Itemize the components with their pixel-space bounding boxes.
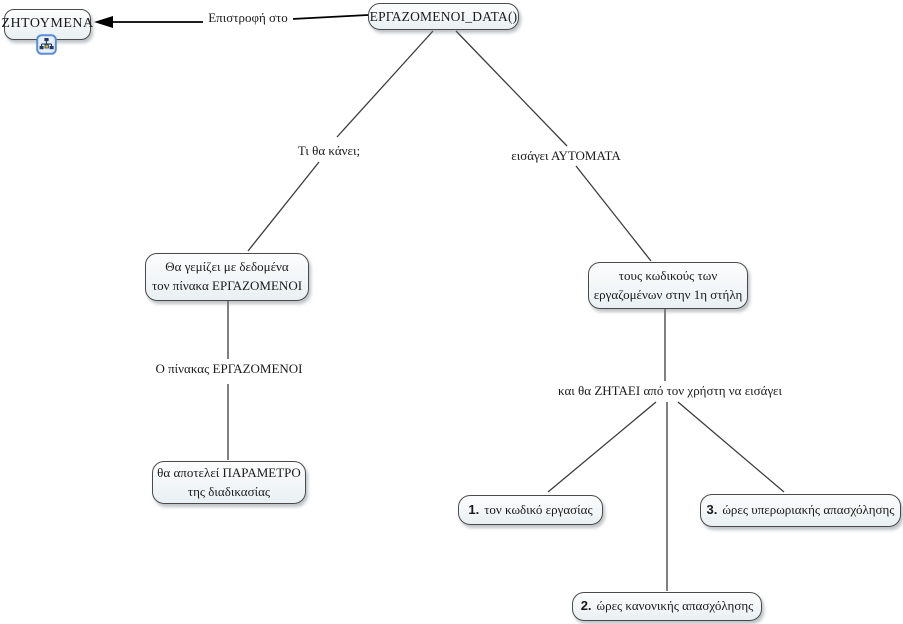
node-item1[interactable]: 1. τον κωδικό εργασίας <box>458 495 603 525</box>
node-item3-number: 3. <box>706 502 718 518</box>
connector-tiThaKanei-to-thaGemizei <box>247 161 320 252</box>
connector-branch-to-item1 <box>547 401 657 493</box>
node-item2[interactable]: 2. ώρες κανονικής απασχόλησης <box>572 592 762 621</box>
node-tous-kodikous-line2: εργαζομένων στην 1η στήλη <box>593 286 743 302</box>
node-item2-number: 2. <box>580 598 592 614</box>
connector-eisagei-to-tousKodikous <box>575 165 652 262</box>
link-phrase-epistrofi[interactable]: Επιστροφή στο <box>203 10 293 26</box>
node-tous-kodikous[interactable]: τους κωδικούς των εργαζομένων στην 1η στ… <box>588 262 748 309</box>
node-tha-apotelei-line1: θα αποτελεί ΠΑΡΑΜΕΤΡΟ <box>157 464 301 480</box>
node-ergazomenoi-data-label: ΕΡΓΑΖΟΜΕΝΟΙ_DATA() <box>369 8 518 24</box>
link-phrase-eisagei-automata[interactable]: εισάγει ΑΥΤΟΜΑΤΑ <box>506 148 626 164</box>
node-item3-label: ώρες υπερωριακής απασχόλησης <box>722 502 895 518</box>
node-tha-gemizei-line1: Θα γεμίζει με δεδομένα <box>165 259 289 275</box>
node-item1-label: τον κωδικό εργασίας <box>484 501 593 517</box>
connector-top-to-eisagei <box>455 30 568 147</box>
link-phrase-o-pinakas[interactable]: Ο πίνακας ΕΡΓΑΖΟΜΕΝΟΙ <box>152 361 306 377</box>
node-item3[interactable]: 3. ώρες υπερωριακής απασχόλησης <box>700 494 901 527</box>
connector-branch-to-item3 <box>677 401 785 493</box>
node-ergazomenoi-data[interactable]: ΕΡΓΑΖΟΜΕΝΟΙ_DATA() <box>368 3 519 30</box>
node-zitoumena-label: ΖΗΤΟΥΜΕΝΑ <box>1 16 94 32</box>
link-phrase-kai-tha-zitaei[interactable]: και θα ΖΗΤΑΕΙ από τον χρήστη να εισάγει <box>540 383 800 399</box>
node-tha-gemizei-line2: τον πίνακα ΕΡΓΑΖΟΜΕΝΟΙ <box>151 278 303 293</box>
node-tous-kodikous-line1: τους κωδικούς των <box>618 267 718 283</box>
link-phrase-ti-tha-kanei[interactable]: Τι θα κάνει; <box>290 143 368 159</box>
node-item1-number: 1. <box>468 501 480 517</box>
node-tha-apotelei-line2: της διαδικασίας <box>187 483 271 499</box>
arrowhead-left-icon <box>94 16 113 28</box>
node-item2-label: ώρες κανονικής απασχόλησης <box>596 598 754 614</box>
return-arrow <box>94 14 369 28</box>
node-tha-gemizei[interactable]: Θα γεμίζει με δεδομένα τον πίνακα ΕΡΓΑΖΟ… <box>145 253 309 301</box>
node-tha-apotelei[interactable]: θα αποτελεί ΠΑΡΑΜΕΤΡΟ της διαδικασίας <box>152 461 306 504</box>
linked-resource-icon[interactable] <box>36 34 57 55</box>
connector-top-to-tiThaKanei <box>336 30 434 138</box>
